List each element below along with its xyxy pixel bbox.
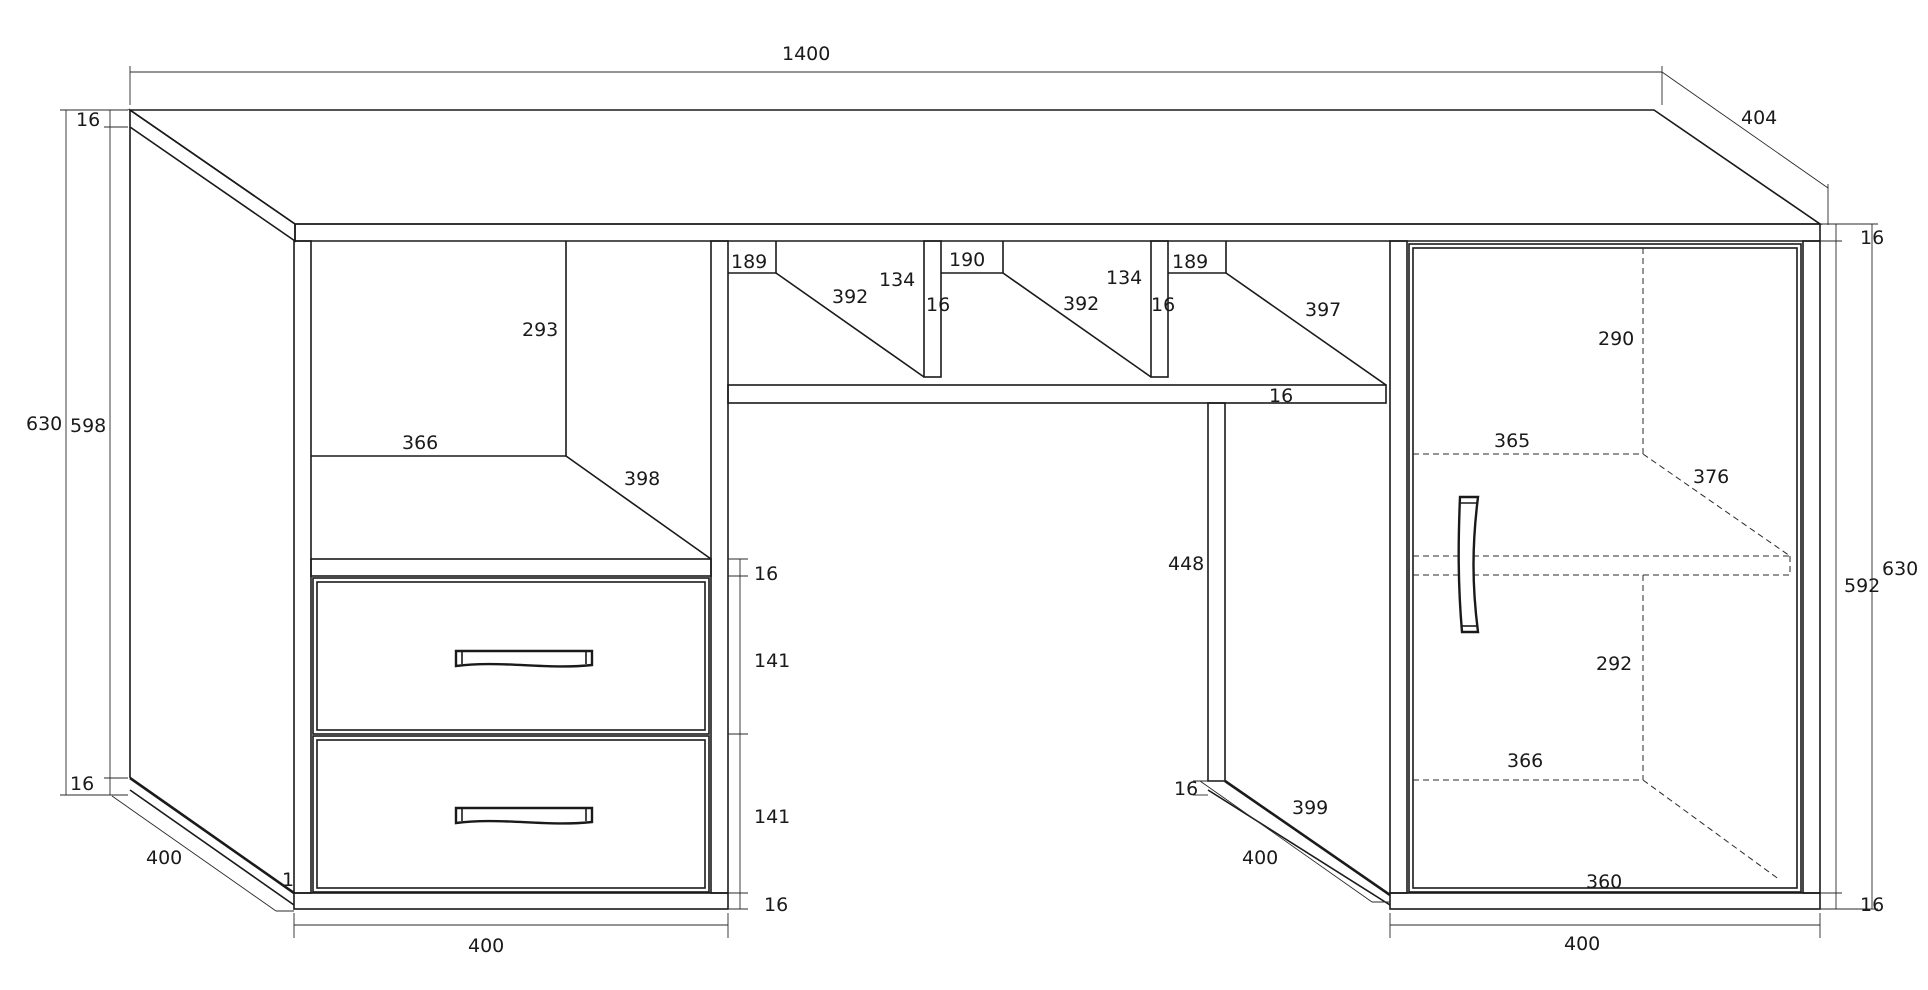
drawer-handle-top xyxy=(454,649,594,668)
middle-shelf-unit xyxy=(727,240,1391,906)
label-mid-div-2-thickness: 16 xyxy=(1151,294,1175,316)
label-mid-comp-2-depth: 392 xyxy=(1063,293,1099,315)
label-left-open-height: 293 xyxy=(522,319,558,341)
label-overall-depth: 404 xyxy=(1741,107,1777,129)
door-handle xyxy=(1457,495,1480,634)
label-overall-width: 1400 xyxy=(782,43,830,65)
label-mid-comp-3-width: 189 xyxy=(1172,251,1208,273)
label-mid-comp-2-width: 190 xyxy=(949,249,985,271)
label-right-shelf-width: 365 xyxy=(1494,430,1530,452)
label-right-bottom-width: 366 xyxy=(1507,750,1543,772)
label-mid-leg-height: 448 xyxy=(1168,553,1204,575)
label-left-total-height: 630 xyxy=(26,413,62,435)
right-cabinet xyxy=(1389,240,1821,910)
dimension-lines xyxy=(60,66,1878,938)
label-left-plinth-thickness: 16 xyxy=(764,894,788,916)
left-cabinet xyxy=(293,240,729,910)
label-right-cabinet-width: 400 xyxy=(1564,933,1600,955)
dimension-labels: 1400 404 630 598 16 16 400 1 400 293 366… xyxy=(26,43,1918,957)
label-drawer-top-height: 141 xyxy=(754,650,790,672)
label-mid-side-depth: 400 xyxy=(1242,847,1278,869)
label-right-inner-height: 592 xyxy=(1844,575,1880,597)
label-left-cabinet-width: 400 xyxy=(468,935,504,957)
label-right-bottom-thickness: 16 xyxy=(1860,894,1884,916)
label-right-total-height: 630 xyxy=(1882,558,1918,580)
label-mid-comp-3-depth: 397 xyxy=(1305,299,1341,321)
label-mid-leg-depth: 399 xyxy=(1292,797,1328,819)
label-bottom-thickness-left: 16 xyxy=(70,773,94,795)
label-top-thickness-left: 16 xyxy=(76,109,100,131)
label-right-inner-width: 360 xyxy=(1586,871,1622,893)
label-mid-leg-bottom-thickness: 16 xyxy=(1174,778,1198,800)
label-right-shelf-depth: 376 xyxy=(1693,466,1729,488)
drawer-handle-bottom xyxy=(454,806,594,825)
label-right-lower-height: 292 xyxy=(1596,653,1632,675)
label-mid-comp-1-width: 189 xyxy=(731,251,767,273)
label-left-open-width: 366 xyxy=(402,432,438,454)
label-mid-comp-1-depth: 392 xyxy=(832,286,868,308)
label-left-shelf-thickness: 16 xyxy=(754,563,778,585)
label-left-side-depth: 400 xyxy=(146,847,182,869)
label-left-inner-height: 598 xyxy=(70,415,106,437)
label-right-top-thickness: 16 xyxy=(1860,227,1884,249)
label-mid-shelf-thickness: 16 xyxy=(1269,385,1293,407)
label-drawer-bottom-height: 141 xyxy=(754,806,790,828)
label-right-upper-height: 290 xyxy=(1598,328,1634,350)
label-mid-div-2-height: 134 xyxy=(1106,267,1142,289)
desk-top xyxy=(127,108,1823,243)
left-side-panel xyxy=(129,127,295,906)
label-mid-div-1-height: 134 xyxy=(879,269,915,291)
label-mid-div-1-thickness: 16 xyxy=(926,294,950,316)
label-left-open-depth: 398 xyxy=(624,468,660,490)
label-left-corner-mark: 1 xyxy=(282,869,294,891)
